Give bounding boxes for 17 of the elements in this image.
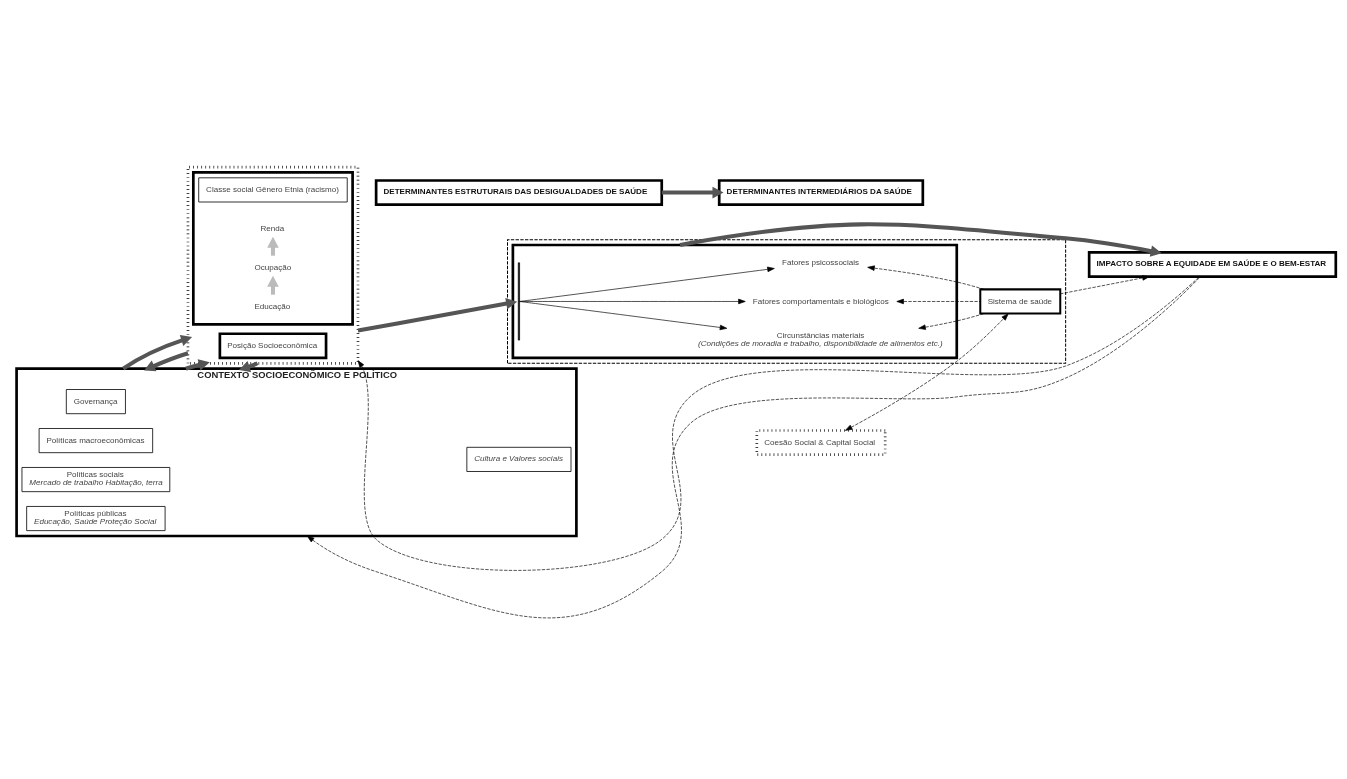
- cluster: [186, 165, 360, 365]
- arrow: [306, 275, 1201, 618]
- arrow: [845, 312, 1009, 431]
- arrow: [918, 312, 985, 330]
- arrow: [679, 221, 1162, 257]
- node-bar: [517, 262, 520, 340]
- arrow: [1059, 274, 1150, 294]
- arrow: [896, 298, 981, 304]
- cluster: [192, 170, 354, 326]
- arrow: [122, 334, 193, 370]
- arrow: [867, 264, 985, 290]
- arrow: [519, 266, 775, 302]
- arrow: [661, 186, 724, 198]
- arrow: [144, 350, 189, 371]
- cluster: [511, 243, 959, 359]
- arrow: [357, 297, 518, 332]
- arrow: [357, 275, 1200, 571]
